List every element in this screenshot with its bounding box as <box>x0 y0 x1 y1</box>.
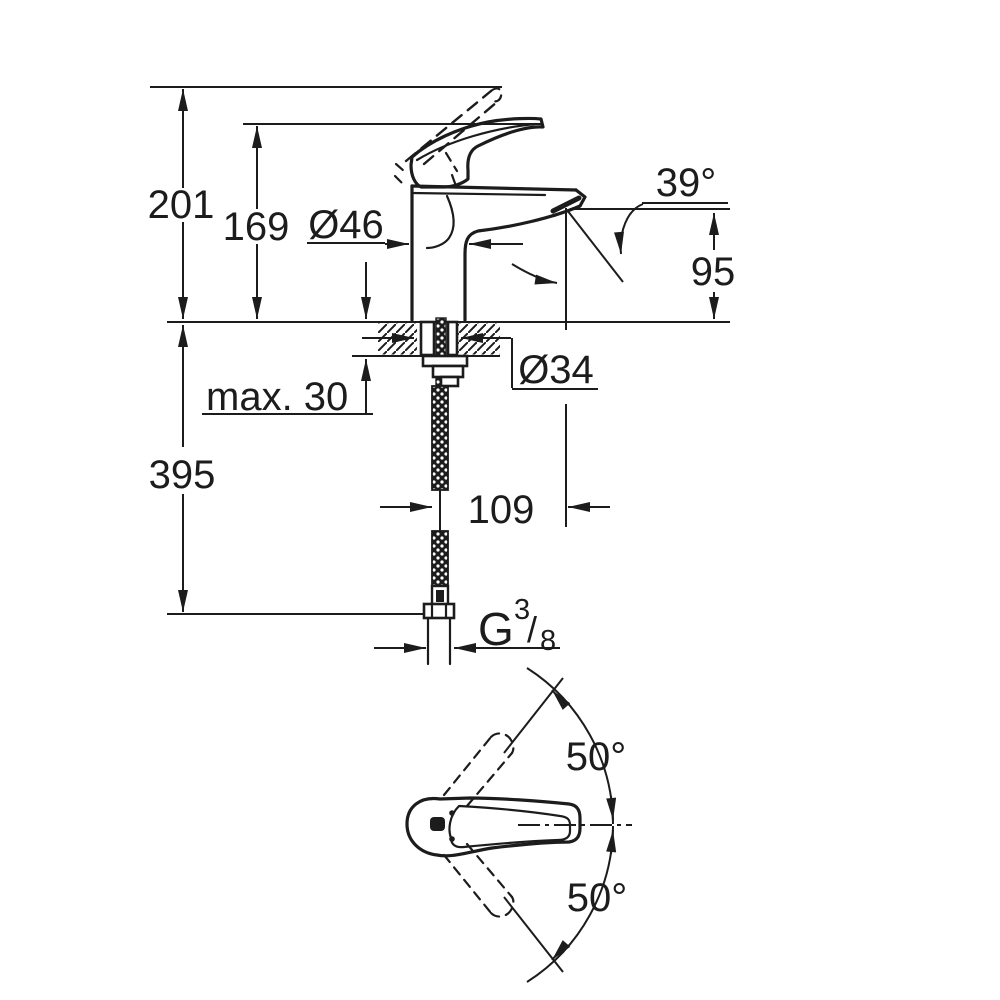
handle-logo-mark <box>430 817 445 831</box>
handle-dot-upper <box>449 810 455 816</box>
swung-down-edge-left <box>442 853 493 915</box>
dim-50-lower-label: 50° <box>567 876 628 920</box>
dim-395-label: 395 <box>149 453 216 497</box>
dim-swivel-upper: 50° <box>503 667 627 825</box>
spout-tip-face <box>574 188 587 208</box>
dim-169-label: 169 <box>223 205 290 249</box>
connector-nut <box>422 602 456 620</box>
dim-g38-label-num: 3 <box>514 594 530 626</box>
raised-lever-lower-line <box>404 89 493 163</box>
swung-down-edge-right <box>465 842 514 899</box>
dim-max30-label: max. 30 <box>206 375 348 419</box>
body-front-crease <box>425 194 455 250</box>
dim-hose-depth: 395 <box>149 325 424 615</box>
spout-top-inner-line <box>410 191 547 197</box>
mounting-nut-tier1 <box>421 354 469 368</box>
hose-end-fitting-core <box>436 590 444 602</box>
swung-up-edge-right <box>465 751 514 808</box>
thread-pipe <box>426 616 452 666</box>
dim-39-label: 39° <box>656 161 717 205</box>
dim-lever-height: 169 <box>223 126 290 319</box>
dim-g38-label-den: 8 <box>540 625 556 657</box>
raised-lever-base-dashes <box>393 162 406 185</box>
aerator-band <box>550 195 582 214</box>
dim-swivel-lower: 50° <box>503 825 628 983</box>
pivot-axis-dashes <box>444 151 459 188</box>
mounting-nut-tier3 <box>439 375 460 388</box>
dim-d34-label: Ø34 <box>518 348 594 392</box>
dim-g38-label-g: G <box>478 603 514 655</box>
dim-d46-label: Ø46 <box>308 203 384 247</box>
dim-spout-angle: 39° <box>566 161 728 283</box>
lever-top-inner-outline <box>448 804 572 849</box>
swivel-arrow-lower-out <box>551 940 571 961</box>
swung-up-edge-left <box>442 735 493 797</box>
connector-nut-facets <box>430 602 448 620</box>
handle-dot-lower <box>449 836 455 842</box>
lever-inner-contour <box>415 122 537 162</box>
dim-total-height: 201 <box>148 89 215 319</box>
lever-swung-up-dashed <box>442 732 515 808</box>
dim-201-label: 201 <box>148 183 215 227</box>
dim-body-diameter: Ø46 <box>307 203 523 249</box>
dim-50-upper-label: 50° <box>566 735 627 779</box>
mounting-nut-tier2 <box>431 364 465 379</box>
lever-handle-raised-dashed <box>393 87 503 185</box>
lever-handle-top-view <box>405 796 582 858</box>
raised-lever-upper-line <box>422 100 499 166</box>
dim-outlet-height: 95 <box>691 213 736 319</box>
lever-handle-side <box>409 116 545 189</box>
dim-95-label: 95 <box>691 250 736 294</box>
shank-wall-right <box>446 320 459 357</box>
raised-lever-tip-curl <box>489 87 503 103</box>
dim-deck-thickness: max. 30 <box>202 262 373 419</box>
top-view: 50° 50° <box>405 667 632 983</box>
swung-up-cap <box>489 732 515 755</box>
lever-outline <box>409 116 545 189</box>
dim-hole-diameter: Ø34 <box>362 333 598 392</box>
side-view: 201 169 Ø46 39° 95 <box>148 86 736 666</box>
stream-swivel-arc-arrow <box>511 263 558 285</box>
dim-thread: G 3 / 8 <box>374 594 560 657</box>
lever-top-outline <box>405 796 582 858</box>
dim-g38-label-slash: / <box>527 609 537 650</box>
angle-arc-arrow <box>614 203 644 255</box>
spout-underside <box>463 204 582 322</box>
water-stream-line <box>566 209 624 283</box>
swung-down-cap <box>489 895 515 918</box>
swivel-arrow-upper-in <box>606 795 617 821</box>
faucet-body <box>410 184 587 322</box>
dim-projection: 109 <box>380 488 610 532</box>
swivel-arrow-lower-in <box>606 829 617 855</box>
supply-shank-and-hose <box>419 317 469 666</box>
lever-swung-down-dashed <box>442 842 515 918</box>
dim-d34-leader <box>511 338 598 390</box>
swivel-arrow-upper-out <box>551 689 571 710</box>
dim-109-label: 109 <box>468 488 535 532</box>
shank-wall-left <box>419 320 436 357</box>
braided-hose-upper <box>431 385 449 491</box>
braided-hose-lower <box>431 530 449 587</box>
